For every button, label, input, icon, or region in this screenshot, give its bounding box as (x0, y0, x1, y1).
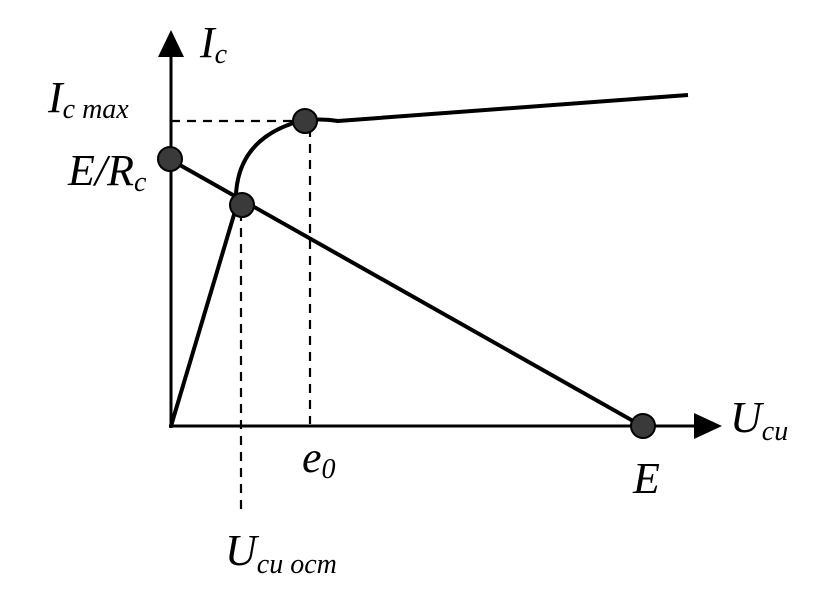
y-axis-label: Ic (199, 18, 228, 70)
output-characteristic (169, 93, 689, 427)
e-over-rc-label: E/Rc (67, 146, 147, 198)
point-ic-max (292, 108, 318, 134)
e-label: E (632, 454, 660, 503)
point-e-over-rc (157, 146, 183, 172)
u-ost-label: Uси ост (225, 526, 337, 580)
y-axis-arrow (158, 30, 184, 57)
point-e (630, 413, 656, 439)
e0-label: e0 (302, 433, 336, 485)
x-axis-arrow (694, 413, 722, 439)
ic-max-label: Ic max (47, 73, 129, 125)
x-axis-label: Uси (730, 393, 788, 447)
point-operating (229, 192, 255, 218)
